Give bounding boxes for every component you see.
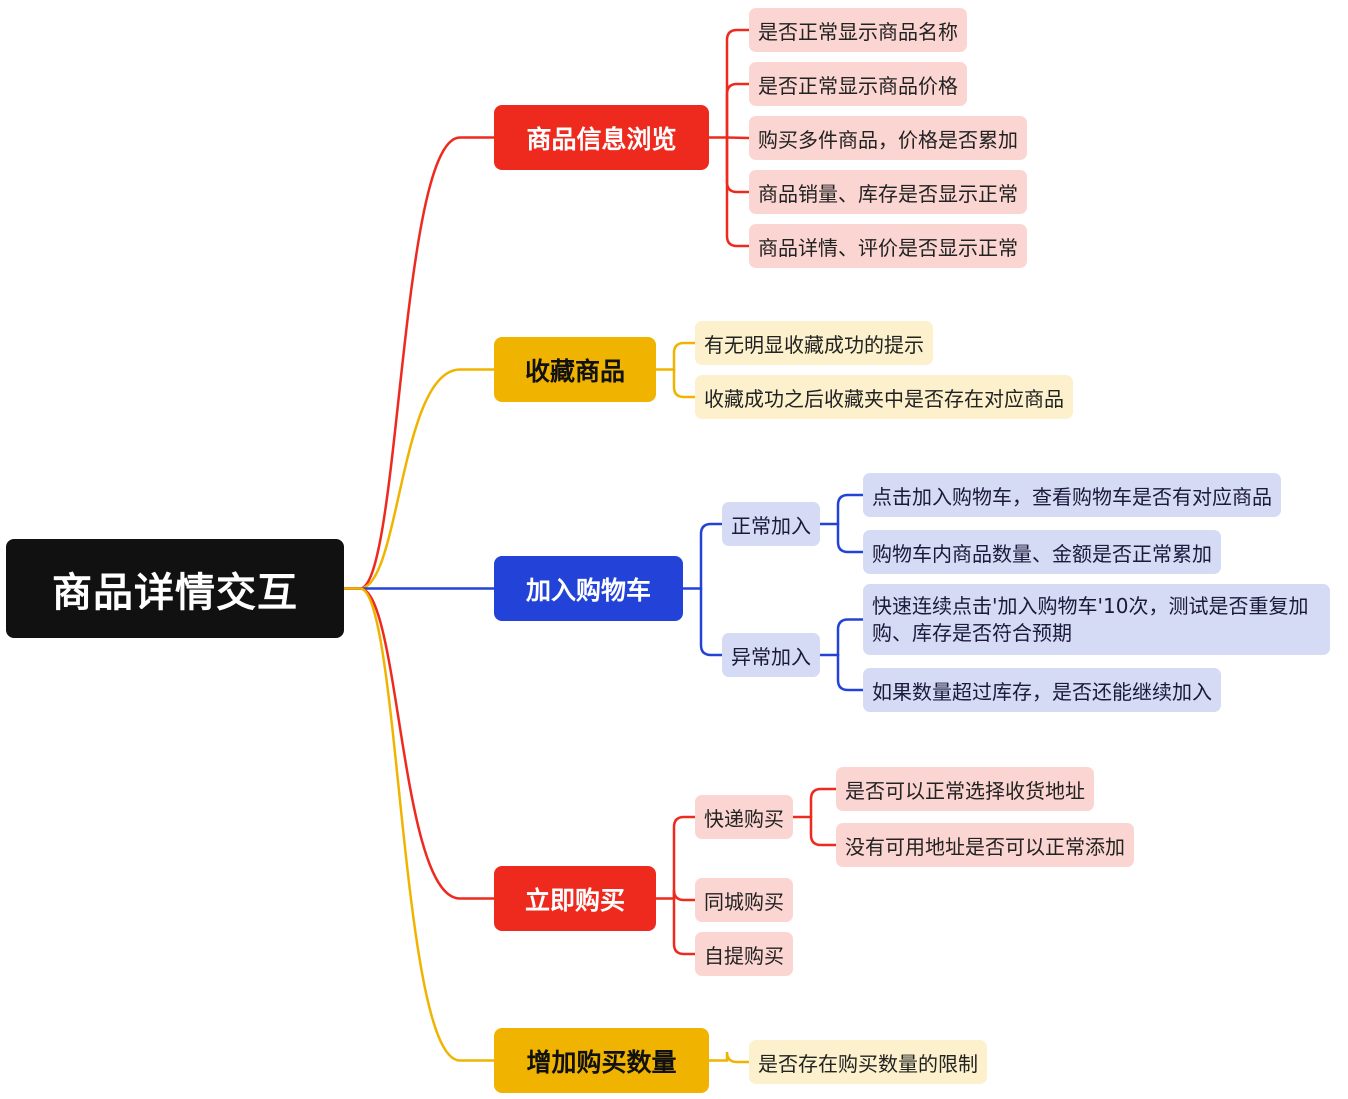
connector-leaf-product-price [725, 82, 751, 139]
connector-group-same-city-buy [672, 889, 697, 902]
connector-leaf-detail-review [725, 136, 751, 248]
connector-leaf-favorite-folder [672, 368, 697, 399]
connector-root-to-branch-product-info [342, 136, 496, 590]
branch-buy-now[interactable]: 立即购买 [494, 866, 656, 931]
connector-leaf-cart-sum [836, 522, 865, 554]
leaf-exceed-stock[interactable]: 如果数量超过库存，是否还能继续加入 [863, 668, 1221, 712]
connector-leaf-quantity-limit [725, 1051, 751, 1064]
connector-root-to-branch-increase-quantity [342, 587, 496, 1062]
connector-leaf-price-accumulate [725, 136, 751, 140]
connector-leaf-favorite-tip [672, 341, 697, 371]
leaf-price-accumulate[interactable]: 购买多件商品，价格是否累加 [749, 116, 1027, 160]
connector-group-abnormal-add [699, 587, 724, 657]
group-normal-add[interactable]: 正常加入 [722, 502, 820, 546]
root-node[interactable]: 商品详情交互 [6, 539, 344, 638]
leaf-add-address[interactable]: 没有可用地址是否可以正常添加 [836, 823, 1134, 867]
leaf-rapid-click[interactable]: 快速连续点击'加入购物车'10次，测试是否重复加购、库存是否符合预期 [863, 584, 1330, 655]
group-abnormal-add[interactable]: 异常加入 [722, 633, 820, 677]
leaf-detail-review[interactable]: 商品详情、评价是否显示正常 [749, 224, 1027, 268]
group-pickup-buy[interactable]: 自提购买 [695, 932, 793, 976]
leaf-cart-sum[interactable]: 购物车内商品数量、金额是否正常累加 [863, 530, 1221, 574]
leaf-favorite-tip[interactable]: 有无明显收藏成功的提示 [695, 321, 933, 365]
branch-increase-quantity[interactable]: 增加购买数量 [494, 1028, 709, 1093]
branch-favorite[interactable]: 收藏商品 [494, 337, 656, 402]
connector-group-express-buy [672, 815, 697, 900]
connector-leaf-exceed-stock [836, 653, 865, 692]
connector-leaf-select-address [809, 787, 838, 819]
connector-root-to-branch-buy-now [342, 587, 496, 900]
connector-leaf-rapid-click [836, 618, 865, 657]
leaf-cart-check[interactable]: 点击加入购物车，查看购物车是否有对应商品 [863, 473, 1281, 517]
connector-leaf-sales-stock [725, 136, 751, 194]
connector-leaf-product-name [725, 28, 751, 139]
connector-leaf-cart-check [836, 493, 865, 526]
group-express-buy[interactable]: 快递购买 [695, 795, 793, 839]
leaf-sales-stock[interactable]: 商品销量、库存是否显示正常 [749, 170, 1027, 214]
connector-root-to-branch-favorite [342, 368, 496, 590]
branch-product-info[interactable]: 商品信息浏览 [494, 105, 709, 170]
connector-group-normal-add [699, 522, 724, 590]
connector-leaf-add-address [809, 815, 838, 847]
connector-group-pickup-buy [672, 897, 697, 956]
leaf-favorite-folder[interactable]: 收藏成功之后收藏夹中是否存在对应商品 [695, 375, 1073, 419]
group-same-city-buy[interactable]: 同城购买 [695, 878, 793, 922]
leaf-product-price[interactable]: 是否正常显示商品价格 [749, 62, 967, 106]
leaf-select-address[interactable]: 是否可以正常选择收货地址 [836, 767, 1094, 811]
leaf-product-name[interactable]: 是否正常显示商品名称 [749, 8, 967, 52]
leaf-quantity-limit[interactable]: 是否存在购买数量的限制 [749, 1040, 987, 1084]
branch-add-to-cart[interactable]: 加入购物车 [494, 556, 683, 621]
